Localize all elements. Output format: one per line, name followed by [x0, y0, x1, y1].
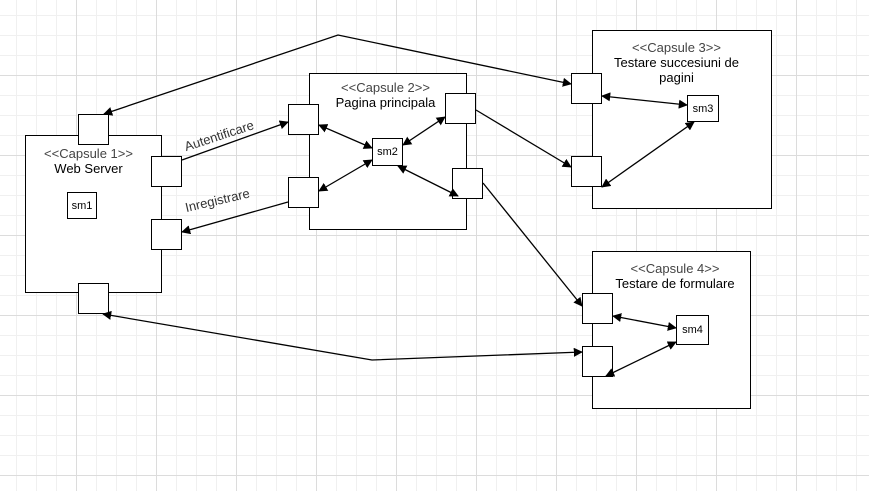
capsule-3-stereotype: <<Capsule 3>>	[632, 40, 721, 55]
capsule-1-port-inregistrare[interactable]	[151, 219, 182, 250]
connector-autentificare[interactable]	[181, 120, 289, 161]
capsule-1-stereotype: <<Capsule 1>>	[44, 146, 133, 161]
capsule-4-name: Testare de formulare	[615, 276, 735, 291]
connector-c1-c3[interactable]	[103, 34, 572, 116]
connector-sm2-top-right-port[interactable]	[402, 116, 446, 146]
capsule-1-title: <<Capsule 1>> Web Server	[25, 146, 152, 176]
capsule-2-port-inregistrare[interactable]	[288, 177, 319, 208]
connector-sm3-top-port[interactable]	[601, 92, 688, 109]
connector-c1-c4[interactable]	[102, 310, 583, 361]
capsule-3-name: Testare succesiuni de pagini	[613, 55, 739, 85]
connector-sm3-bottom-port[interactable]	[601, 121, 695, 188]
connector-sm4-top-port[interactable]	[612, 313, 677, 331]
capsule-4-title: <<Capsule 4>> Testare de formulare	[600, 261, 750, 291]
connector-c2-c3[interactable]	[475, 109, 572, 168]
capsule-1-port-top[interactable]	[78, 114, 109, 145]
capsule-3-port-top[interactable]	[571, 73, 602, 104]
connector-sm2-bottom-right-port[interactable]	[397, 165, 459, 197]
capsule-4-port-top[interactable]	[582, 293, 613, 324]
capsule-4-stereotype: <<Capsule 4>>	[630, 261, 720, 276]
sm1-state-machine[interactable]: sm1	[67, 192, 97, 219]
connector-sm2-auth-port[interactable]	[318, 124, 373, 149]
sm2-state-machine[interactable]: sm2	[372, 138, 403, 166]
sm3-state-machine[interactable]: sm3	[687, 95, 719, 122]
capsule-3-title: <<Capsule 3>> Testare succesiuni de pagi…	[604, 40, 749, 85]
capsule-1-port-autentificare[interactable]	[151, 156, 182, 187]
capsule-3-port-bottom[interactable]	[571, 156, 602, 187]
connector-sm4-bottom-port[interactable]	[605, 341, 677, 377]
connector-inregistrare[interactable]	[181, 201, 289, 235]
connector-sm2-inreg-port[interactable]	[318, 159, 373, 192]
capsule-1-name: Web Server	[54, 161, 123, 176]
capsule-1-port-bottom[interactable]	[78, 283, 109, 314]
connector-c2-c4[interactable]	[482, 182, 583, 307]
